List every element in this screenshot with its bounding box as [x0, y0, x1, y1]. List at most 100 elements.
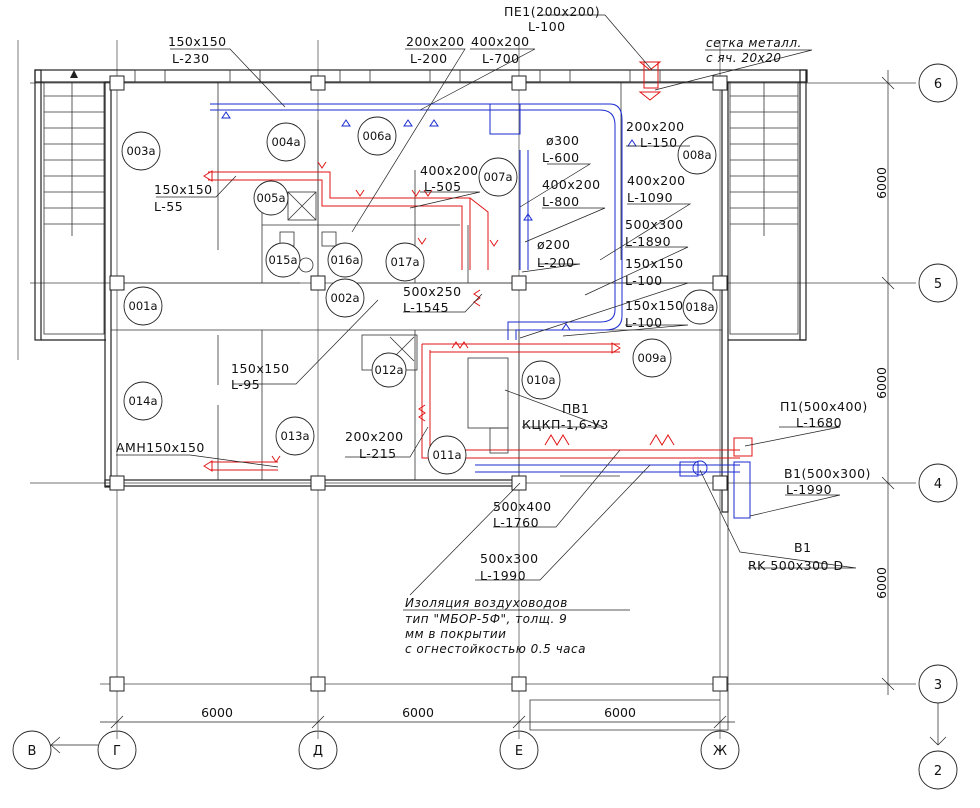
svg-text:Ж: Ж — [713, 744, 727, 759]
svg-text:006a: 006a — [363, 129, 392, 143]
label-500-1890-size: 500x300 — [625, 217, 684, 232]
dim-h-2: 6000 — [402, 705, 434, 720]
label-150-230-flow: L-230 — [172, 51, 210, 66]
room-014a: 014a — [123, 381, 163, 421]
label-amn: АМН150x150 — [116, 440, 205, 455]
label-150-95-flow: L-95 — [231, 377, 260, 392]
room-016a: 016a — [327, 242, 363, 278]
label-400-505-size: 400x200 — [420, 163, 479, 178]
label-200-200-size: 200x200 — [406, 34, 465, 49]
supply-ducts — [203, 61, 753, 472]
label-500-1890-flow: L-1890 — [625, 234, 671, 249]
svg-text:015a: 015a — [269, 253, 298, 267]
room-010a: 010a — [521, 360, 561, 400]
windows-top — [134, 69, 661, 83]
room-007a: 007a — [478, 157, 518, 197]
axis-markers: 6 5 4 3 2 В Г Д Е Ж — [12, 63, 958, 790]
label-pe1-size: ПЕ1(200x200) — [504, 4, 600, 19]
svg-text:002a: 002a — [331, 291, 360, 305]
note-line-2: тип "МБОР-5Ф", толщ. 9 — [405, 612, 567, 626]
label-500-1545-size: 500x250 — [403, 284, 462, 299]
svg-text:4: 4 — [934, 477, 942, 492]
label-400-1090-flow: L-1090 — [627, 190, 673, 205]
svg-text:Д: Д — [313, 744, 323, 759]
dim-h-3: 6000 — [604, 705, 636, 720]
label-150-55-flow: L-55 — [154, 199, 183, 214]
label-200-150-flow: L-150 — [640, 135, 678, 150]
label-150-100b-size: 150x150 — [625, 298, 684, 313]
room-004a: 004a — [266, 122, 306, 162]
label-d300-flow: L-600 — [542, 150, 580, 165]
axis-row-6: 6 — [918, 63, 958, 103]
ahu-unit — [467, 357, 509, 429]
axis-row-3: 3 — [918, 664, 958, 704]
label-150-100a-flow: L-100 — [625, 273, 663, 288]
svg-text:010a: 010a — [527, 373, 556, 387]
svg-text:017a: 017a — [391, 255, 420, 269]
room-005a: 005a — [253, 180, 289, 216]
svg-text:011a: 011a — [433, 448, 462, 462]
label-500-1990-flow: L-1990 — [480, 568, 526, 583]
svg-text:008a: 008a — [683, 148, 712, 162]
label-pv1-model: КЦКП-1,6-У3 — [522, 417, 609, 432]
svg-text:004a: 004a — [272, 135, 301, 149]
room-markers: 003a 004a 006a 007a 008a 005a 015a 016a … — [121, 116, 718, 475]
label-400-505-flow: L-505 — [424, 179, 462, 194]
label-p1-size: П1(500x400) — [780, 399, 868, 414]
label-d300-size: ø300 — [546, 133, 580, 148]
duct-labels: ПЕ1(200x200) L-100 сетка металл. с яч. 2… — [116, 4, 871, 656]
room-008a: 008a — [677, 135, 717, 175]
label-150-100b-flow: L-100 — [625, 315, 663, 330]
label-200-215-size: 200x200 — [345, 429, 404, 444]
label-pv1: ПВ1 — [562, 401, 589, 416]
label-500-1990-size: 500x300 — [480, 551, 539, 566]
label-150-100a-size: 150x150 — [625, 256, 684, 271]
label-b1-model: RK 500x300 D — [748, 558, 844, 573]
room-003a: 003a — [121, 131, 161, 171]
svg-text:Е: Е — [515, 744, 523, 759]
dim-v-3: 6000 — [874, 567, 889, 599]
dimension-lines: 6000 6000 6000 6000 6000 6000 — [100, 70, 895, 729]
axis-row-2: 2 — [918, 750, 958, 790]
svg-text:005a: 005a — [257, 191, 286, 205]
svg-text:001a: 001a — [129, 299, 158, 313]
axis-col-v: В — [12, 730, 52, 770]
room-017a: 017a — [385, 242, 425, 282]
note-line-3: мм в покрытии — [405, 627, 506, 641]
label-p1-flow: L-1680 — [796, 415, 842, 430]
label-d200-size: ø200 — [537, 237, 571, 252]
label-d200-flow: L-200 — [537, 255, 575, 270]
dim-v-1: 6000 — [874, 167, 889, 199]
note-line-1: Изоляция воздуховодов — [405, 596, 568, 610]
svg-text:3: 3 — [934, 678, 942, 693]
interior-partitions — [111, 82, 722, 480]
dim-v-2: 6000 — [874, 367, 889, 399]
label-400-800-flow: L-800 — [542, 194, 580, 209]
svg-text:Г: Г — [113, 744, 121, 759]
room-012a: 012a — [371, 352, 407, 388]
label-150-55-size: 150x150 — [154, 182, 213, 197]
building-walls — [34, 69, 808, 731]
leader-lines — [116, 14, 857, 611]
label-400-700-flow: L-700 — [482, 51, 520, 66]
note-line-4: с огнестойкостью 0.5 часа — [405, 642, 586, 656]
label-200-150-size: 200x200 — [626, 119, 685, 134]
label-b1-duct-size: В1(500x300) — [784, 466, 871, 481]
svg-text:018a: 018a — [686, 300, 715, 314]
equipment — [467, 357, 620, 477]
svg-text:007a: 007a — [484, 170, 513, 184]
label-150-95-size: 150x150 — [231, 361, 290, 376]
label-200-215-flow: L-215 — [359, 446, 397, 461]
room-006a: 006a — [357, 116, 397, 156]
axis-row-5: 5 — [918, 263, 958, 303]
axis-row-4: 4 — [918, 463, 958, 503]
room-015a: 015a — [265, 242, 301, 278]
svg-text:012a: 012a — [375, 363, 404, 377]
svg-text:014a: 014a — [129, 394, 158, 408]
axis-col-zh: Ж — [700, 730, 740, 770]
label-grid-1: сетка металл. — [706, 36, 802, 50]
stair-left — [44, 82, 104, 236]
svg-text:009a: 009a — [638, 351, 667, 365]
dim-h-1: 6000 — [201, 705, 233, 720]
